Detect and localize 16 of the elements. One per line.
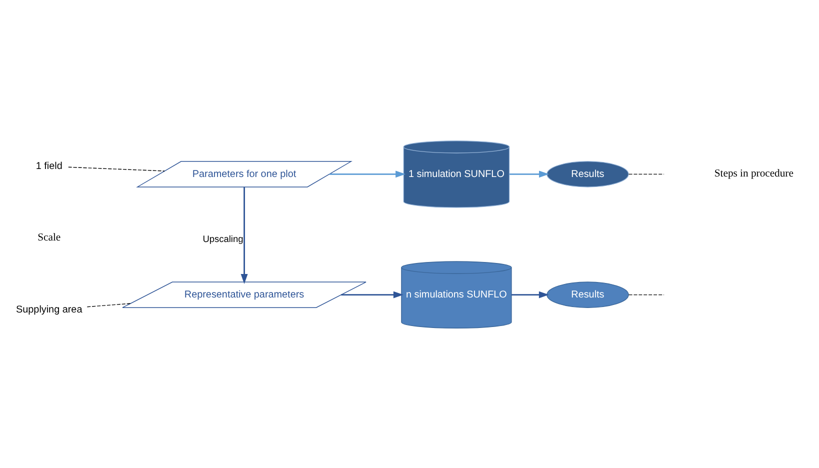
connector xyxy=(68,166,165,171)
connector xyxy=(86,302,131,307)
node-text: 1 field xyxy=(36,160,62,172)
node-text: Supplying area xyxy=(16,304,82,315)
arrow xyxy=(509,170,549,178)
label: Scale xyxy=(38,232,61,244)
node-ellipse: Results xyxy=(546,281,629,308)
arrow xyxy=(330,170,406,178)
arrow xyxy=(511,290,549,298)
node-ellipse: Results xyxy=(546,160,629,187)
connector xyxy=(628,294,664,295)
edge-label: Upscaling xyxy=(202,233,244,244)
arrow xyxy=(240,186,248,284)
label: Steps in procedure xyxy=(714,168,794,180)
arrow xyxy=(341,290,404,298)
connector xyxy=(628,173,664,174)
